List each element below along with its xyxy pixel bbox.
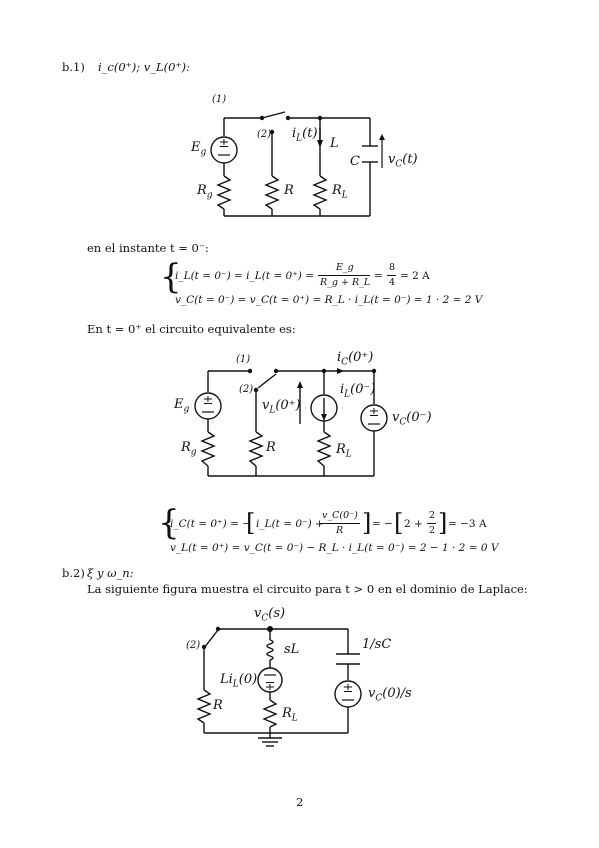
fraction-bar-2 bbox=[387, 275, 396, 276]
capacitor-sc-label: 1/sC bbox=[362, 637, 392, 652]
text-instant: en el instante t = 0⁻: bbox=[87, 241, 209, 255]
eq2-line1-inner2: 2 + bbox=[404, 518, 423, 530]
eq1-line1-eq: = bbox=[374, 270, 383, 282]
resistor-r-label-2: R bbox=[266, 440, 276, 455]
eq2-line1-num: v_C(0⁻) bbox=[322, 510, 358, 521]
bracket-close-2: ] bbox=[438, 509, 448, 537]
resistor-r-label-3: R bbox=[213, 698, 223, 713]
switch2-position-2: (2) bbox=[239, 384, 254, 395]
eq1-line1-num2: 8 bbox=[389, 262, 396, 273]
eq2-line1-num2: 2 bbox=[429, 510, 436, 521]
section-b2-label: b.2) bbox=[62, 566, 85, 580]
resistor-r-label: R bbox=[284, 183, 294, 198]
svg-text:±: ± bbox=[343, 681, 354, 696]
eq2-line1-mid: = − bbox=[372, 518, 393, 530]
fraction-bar bbox=[318, 275, 370, 276]
eq2-line1-den2: 2 bbox=[429, 525, 436, 536]
fraction-bar-4 bbox=[427, 523, 436, 524]
inductor-l-label: L bbox=[330, 136, 339, 151]
eq2-line1-lhs: i_C(t = 0⁺) = − bbox=[170, 518, 252, 530]
switch-position-2: (2) bbox=[257, 129, 272, 140]
text-equivalent: En t = 0⁺ el circuito equivalente es: bbox=[87, 322, 296, 336]
source-lil-label: LiL(0) bbox=[220, 672, 258, 690]
current-il-label-2: iL(0⁻) bbox=[340, 382, 376, 400]
section-b2-text: La siguiente figura muestra el circuito … bbox=[87, 582, 528, 596]
brace-1: { bbox=[160, 257, 182, 297]
eq1-line2: v_C(t = 0⁻) = v_C(t = 0⁺) = R_L · i_L(t … bbox=[175, 294, 483, 306]
section-b1-title: i_c(0⁺); v_L(0⁺): bbox=[98, 60, 190, 74]
inductor-sl-label: sL bbox=[284, 642, 300, 657]
eq1-line1-den2: 4 bbox=[389, 277, 396, 288]
eq1-line1-num: E_g bbox=[336, 262, 354, 273]
eq2-line2: v_L(t = 0⁺) = v_C(t = 0⁻) − R_L · i_L(t … bbox=[170, 542, 499, 554]
resistor-rg-label: Rg bbox=[197, 183, 213, 201]
page-number: 2 bbox=[296, 795, 304, 809]
voltage-vl-label: vL(0⁺) bbox=[262, 398, 301, 416]
voltage-vc-label: vC(t) bbox=[388, 152, 418, 170]
bracket-close: ] bbox=[362, 509, 372, 537]
fraction-bar-3 bbox=[320, 523, 360, 524]
svg-text:±: ± bbox=[203, 393, 214, 408]
switch3-position-2: (2) bbox=[186, 640, 201, 651]
capacitor-c-label: C bbox=[350, 154, 360, 169]
eq2-line1-inner: i_L(t = 0⁻) + bbox=[256, 518, 324, 530]
plus-sign: ± bbox=[219, 136, 230, 151]
eq1-line1-lhs: i_L(t = 0⁻) = i_L(t = 0⁺) = bbox=[175, 270, 314, 282]
bracket-open: [ bbox=[246, 509, 256, 537]
voltage-vc0-label: vC(0)/s bbox=[368, 686, 412, 704]
resistor-rl-label: RL bbox=[332, 183, 348, 201]
resistor-rl-label-3: RL bbox=[282, 706, 298, 724]
switch-position-1: (1) bbox=[212, 94, 227, 105]
source-eg-label: Eg bbox=[191, 140, 207, 158]
eq2-line1-den: R bbox=[336, 525, 344, 536]
source-eg-label-2: Eg bbox=[174, 397, 190, 415]
current-ic-label: iC(0⁺) bbox=[337, 350, 374, 368]
svg-text:±: ± bbox=[369, 405, 380, 420]
svg-text:∓: ∓ bbox=[265, 679, 276, 694]
section-b1-label: b.1) bbox=[62, 60, 85, 74]
section-b2-title: ξ y ω_n: bbox=[87, 566, 134, 580]
eq2-line1-rhs: = −3 A bbox=[448, 518, 487, 530]
eq1-line1-den: R_g + R_L bbox=[320, 277, 371, 288]
switch2-position-1: (1) bbox=[236, 354, 251, 365]
resistor-rg-label-2: Rg bbox=[181, 440, 197, 458]
brace-2: { bbox=[158, 503, 180, 543]
voltage-vcs-label: vC(s) bbox=[254, 606, 286, 624]
current-il-label: iL(t) bbox=[292, 126, 318, 144]
eq1-line1-rhs: = 2 A bbox=[400, 270, 430, 282]
bracket-open-2: [ bbox=[394, 509, 404, 537]
voltage-vc-label-2: vC(0⁻) bbox=[392, 410, 432, 428]
resistor-rl-label-2: RL bbox=[336, 442, 352, 460]
